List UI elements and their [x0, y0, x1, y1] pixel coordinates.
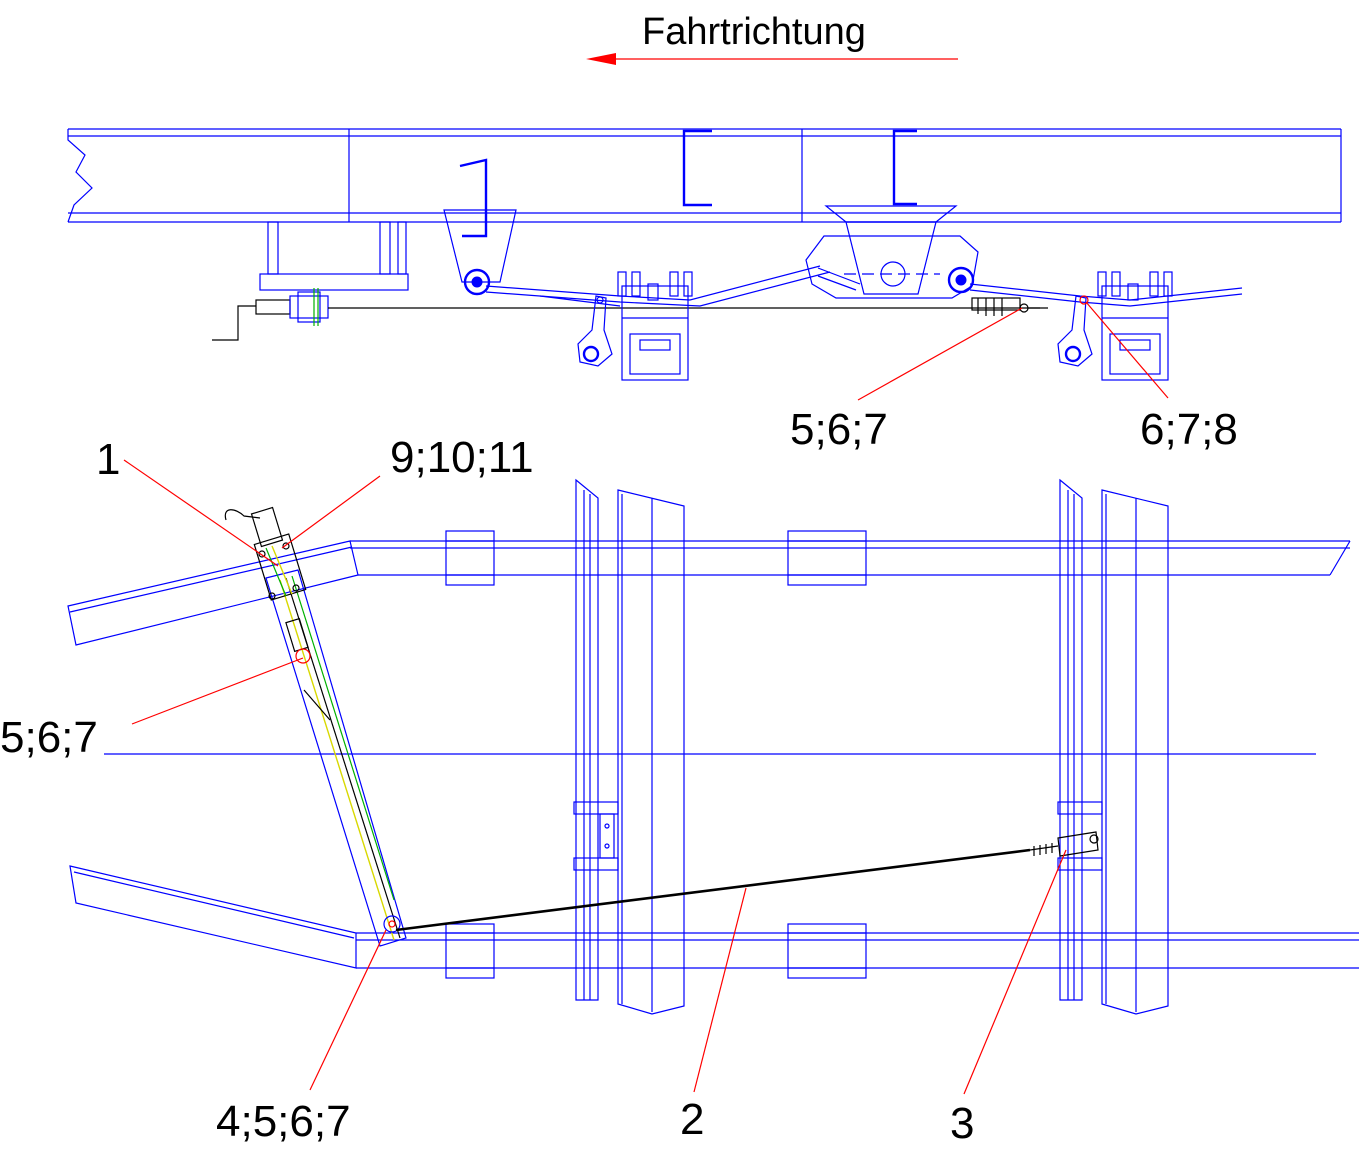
label-side-5-6-7: 5;6;7: [790, 405, 888, 454]
pads-upper: [445, 530, 867, 586]
handbrake-crank: [212, 288, 329, 341]
side-frame-beam: [67, 128, 1342, 223]
crossmember-channels: [459, 129, 917, 238]
front-wheelset: [573, 478, 685, 1015]
leader-4-5-6-7: [309, 929, 387, 1091]
front-axle-box: [617, 271, 693, 381]
label-5-6-7: 5;6;7: [0, 713, 98, 762]
rear-brake-lever: [1057, 295, 1093, 367]
direction-title: Fahrtrichtung: [642, 11, 866, 53]
direction-arrow: [586, 53, 958, 65]
plan-cable: [395, 831, 1099, 932]
pads-lower: [445, 923, 867, 979]
label-1: 1: [96, 435, 120, 484]
leader-3: [963, 849, 1067, 1095]
leader-side-5-6-7: [857, 307, 1023, 401]
lower-longitudinal-beam: [69, 865, 1359, 969]
side-cable-terminal: [971, 297, 1048, 316]
front-leaf-spring: [443, 209, 831, 307]
plan-brake-beam: [265, 569, 407, 947]
plan-view: [67, 459, 1359, 1095]
bogie-bolster: [805, 205, 1243, 307]
label-4-5-6-7: 4;5;6;7: [216, 1097, 351, 1146]
label-9-10-11: 9;10;11: [390, 433, 534, 482]
front-brake-lever: [577, 295, 613, 367]
side-view: [67, 128, 1342, 401]
rear-wheelset: [1057, 478, 1169, 1015]
leader-9-10-11: [281, 475, 381, 549]
leader-side-6-7-8: [1085, 301, 1169, 399]
leader-1: [123, 459, 279, 567]
rear-axle-box: [1097, 271, 1173, 381]
label-3: 3: [950, 1099, 974, 1148]
handbrake-actuator: [224, 506, 307, 601]
handbrake-hanger: [259, 221, 409, 291]
leader-5-6-7: [131, 657, 304, 725]
label-side-6-7-8: 6;7;8: [1140, 405, 1238, 454]
label-2: 2: [680, 1095, 704, 1144]
leader-2: [693, 887, 747, 1093]
